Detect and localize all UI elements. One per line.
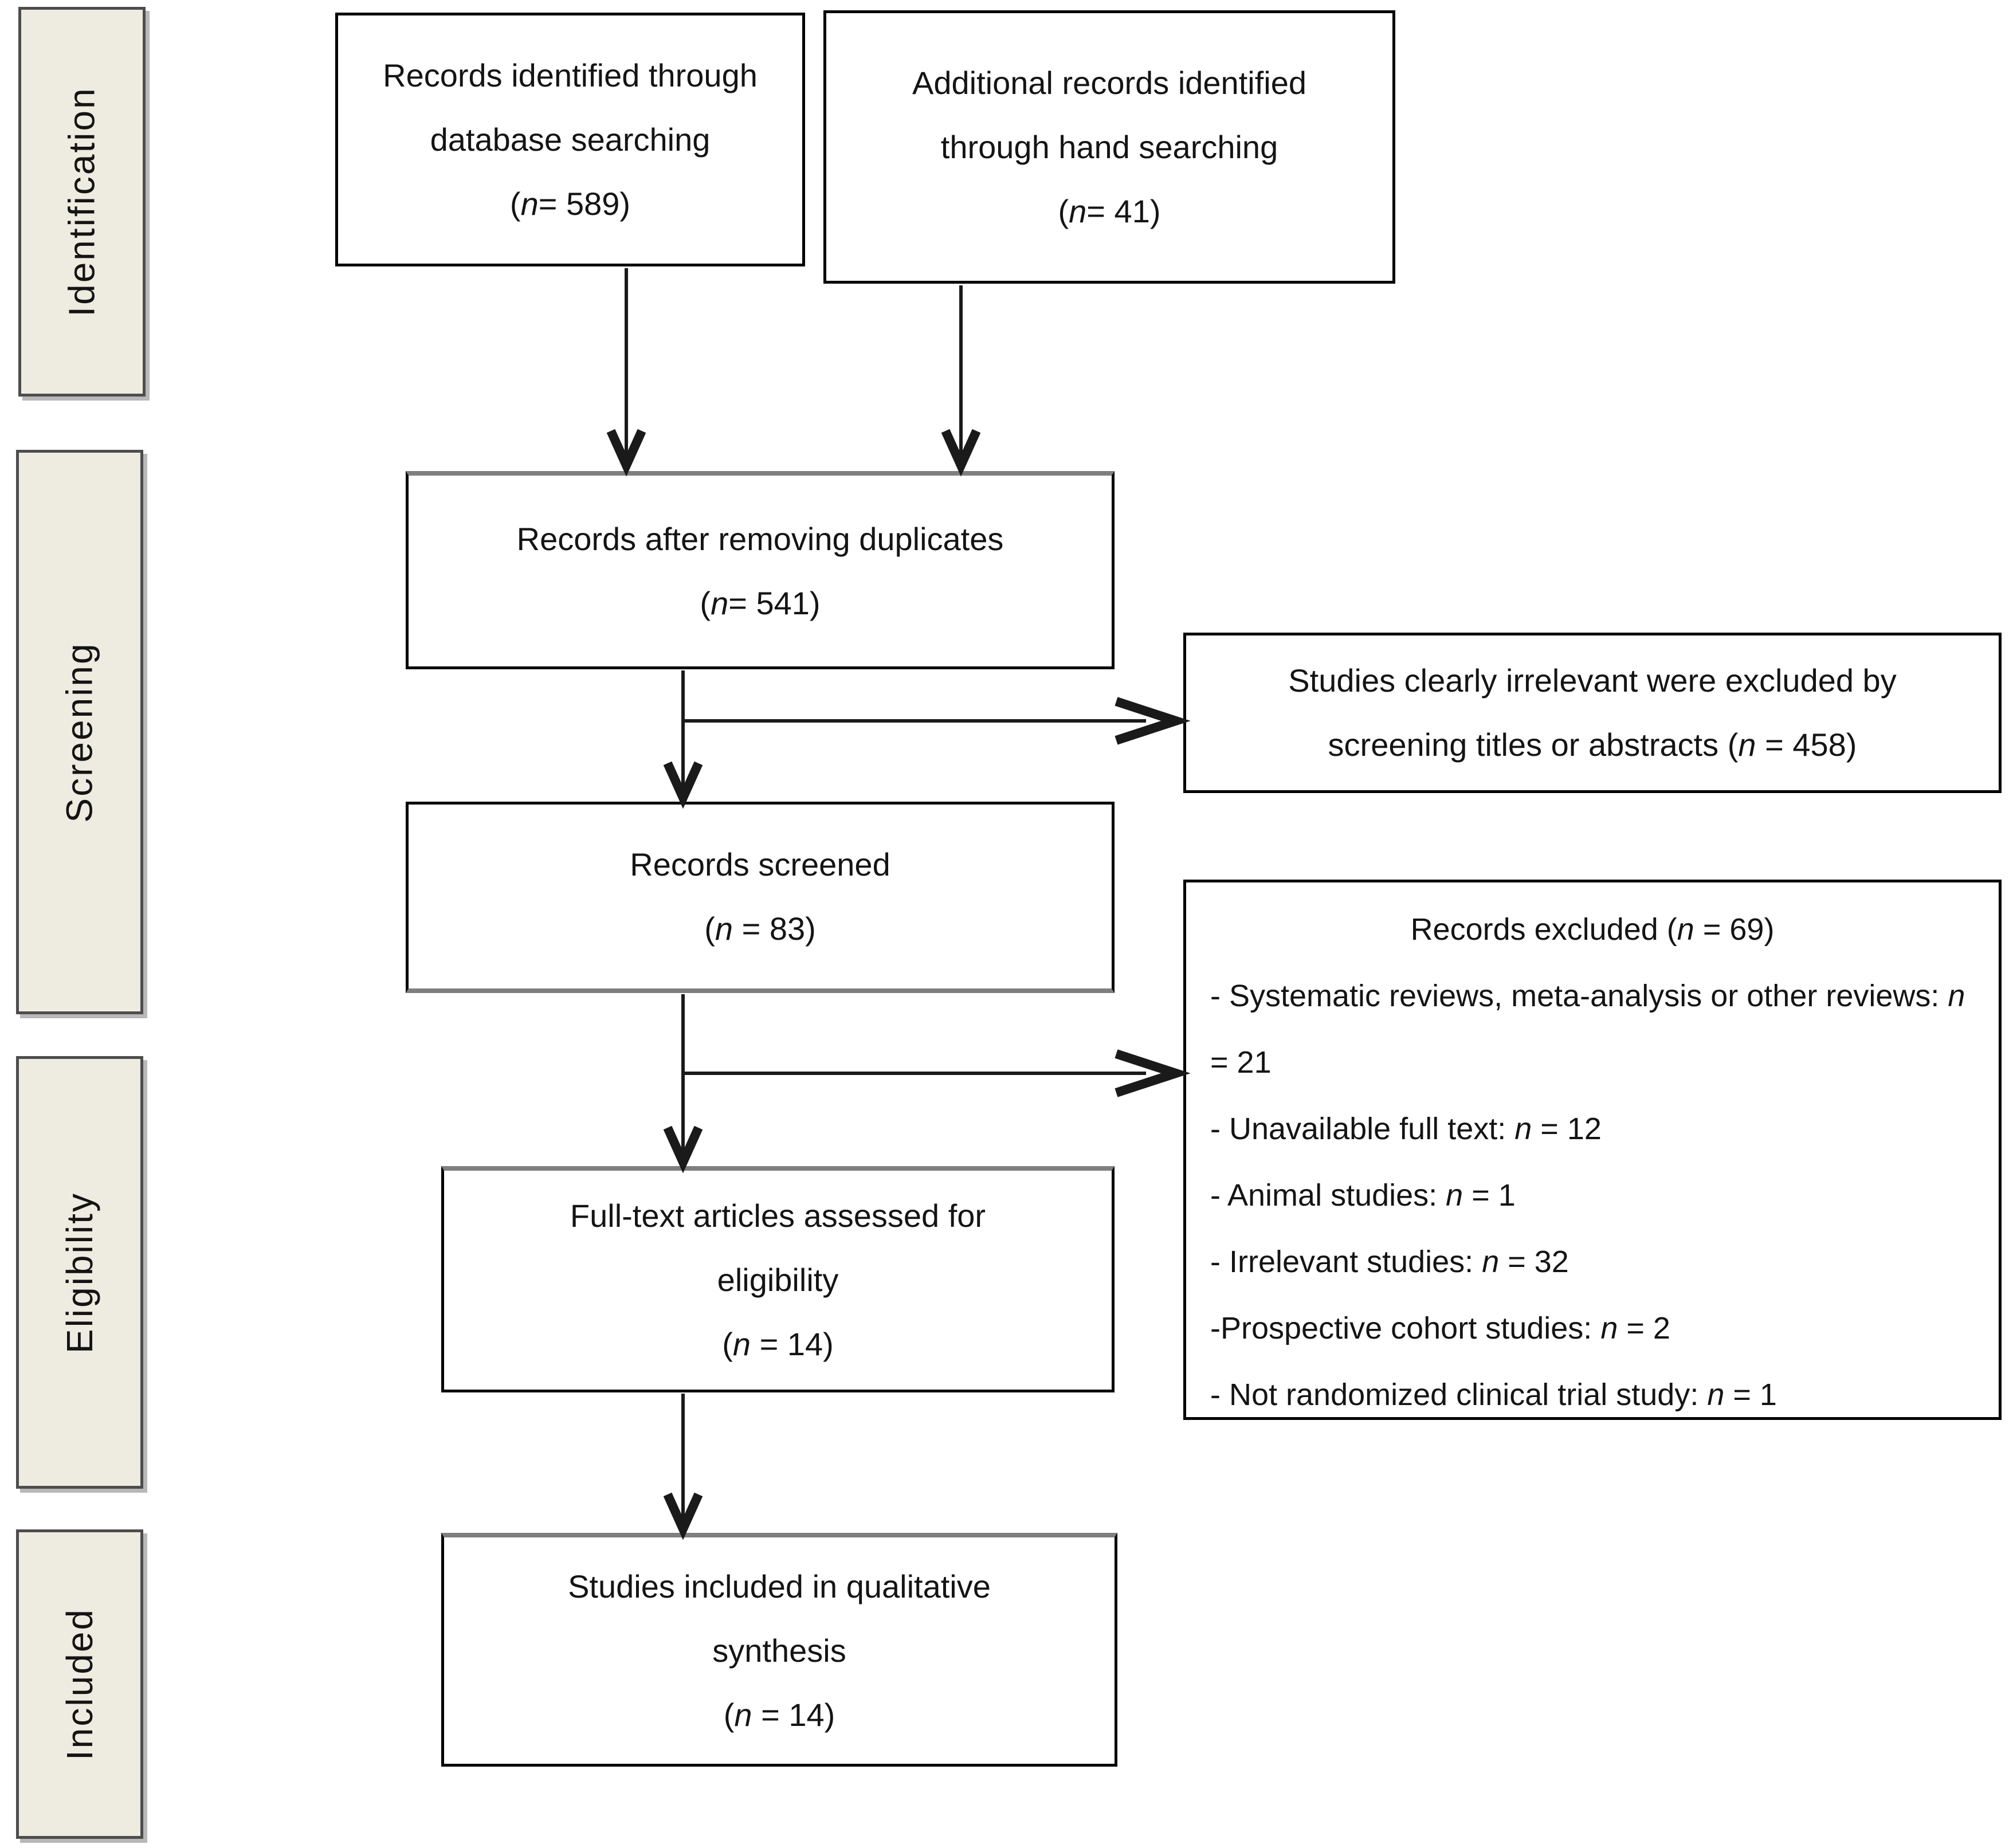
box-line: Studies clearly irrelevant were excluded…: [1288, 662, 1897, 699]
arrow-additional-to-dedup: [941, 285, 981, 477]
box-line: screening titles or abstracts (n = 458): [1328, 727, 1857, 763]
excluded-item: - Unavailable full text: n = 12: [1210, 1112, 1602, 1146]
box-line: synthesis: [712, 1632, 846, 1669]
box-records-screened: Records screened (n = 83): [406, 802, 1115, 993]
excluded-item: - Systematic reviews, meta-analysis or o…: [1210, 979, 1965, 1080]
box-irrelevant-excluded: Studies clearly irrelevant were excluded…: [1183, 633, 2002, 793]
stage-eligibility: Eligibility: [16, 1056, 143, 1489]
excluded-item: - Irrelevant studies: n = 32: [1210, 1245, 1569, 1279]
box-line: Additional records identified: [912, 64, 1306, 101]
count-line: (n= 589): [509, 185, 631, 222]
count-line: (n = 14): [722, 1326, 834, 1362]
box-line: Studies included in qualitative: [568, 1568, 991, 1604]
count-line: (n = 83): [704, 910, 816, 947]
stage-label-screening: Screening: [59, 641, 100, 823]
count-line: (n = 14): [723, 1696, 835, 1733]
stage-screening: Screening: [16, 450, 143, 1014]
excluded-title: Records excluded (n = 69): [1410, 912, 1775, 947]
box-line: through hand searching: [940, 128, 1278, 165]
stage-label-identification: Identification: [61, 87, 103, 317]
box-additional-records: Additional records identified through ha…: [823, 10, 1395, 284]
box-line: Records identified through: [383, 57, 758, 93]
excluded-item: -Prospective cohort studies: n = 2: [1210, 1311, 1670, 1345]
stage-label-eligibility: Eligibility: [59, 1191, 100, 1353]
stage-included: Included: [16, 1529, 143, 1839]
arrow-identified-to-dedup: [606, 268, 646, 477]
box-included-qualitative: Studies included in qualitative synthesi…: [441, 1533, 1117, 1767]
box-line: eligibility: [717, 1262, 839, 1298]
box-line: Records after removing duplicates: [516, 520, 1004, 557]
count-line: (n= 541): [700, 584, 821, 621]
stage-identification: Identification: [18, 7, 146, 397]
box-fulltext-assessed: Full-text articles assessed for eligibil…: [441, 1166, 1115, 1392]
box-line: Records screened: [630, 846, 890, 882]
arrow-branch-to-records-excluded: [683, 1049, 1191, 1097]
box-records-after-duplicates: Records after removing duplicates (n= 54…: [406, 471, 1115, 669]
box-line: database searching: [430, 121, 711, 158]
box-records-identified: Records identified through database sear…: [335, 13, 805, 266]
box-line: Full-text articles assessed for: [570, 1198, 986, 1234]
stage-label-included: Included: [59, 1608, 100, 1760]
arrow-screened-to-fulltext: [663, 994, 703, 1174]
arrow-fulltext-to-included: [663, 1394, 703, 1540]
arrow-dedup-to-screened: [663, 670, 703, 809]
excluded-item: - Not randomized clinical trial study: n…: [1210, 1378, 1777, 1412]
box-records-excluded: Records excluded (n = 69) - Systematic r…: [1183, 880, 2002, 1420]
count-line: (n= 41): [1058, 193, 1161, 229]
arrow-branch-to-irrelevant-excluded: [683, 697, 1191, 745]
excluded-item: - Animal studies: n = 1: [1210, 1178, 1516, 1213]
